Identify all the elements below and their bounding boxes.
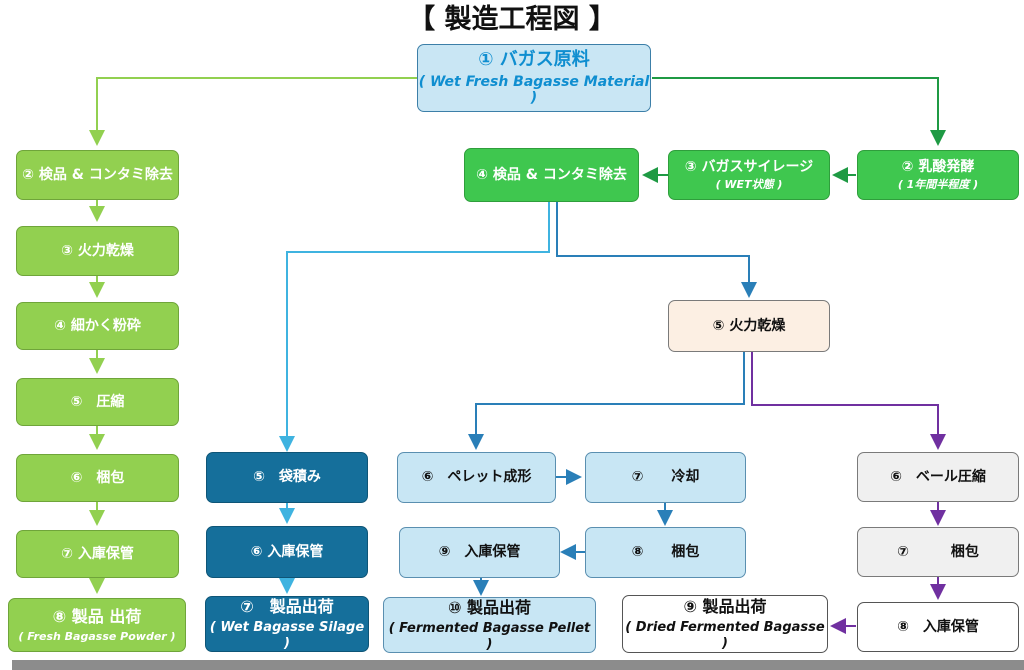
fresh-inspect-step: ② 検品 & コンタミ除去 (16, 150, 179, 200)
fresh-grind-label: ④ 細かく粉砕 (54, 317, 141, 334)
root-bagasse-material: ① バガス原料 ( Wet Fresh Bagasse Material ) (417, 44, 651, 112)
bale-compress-step: ⑥ ベール圧縮 (857, 452, 1019, 502)
bale-store-label: ⑧ 入庫保管 (897, 618, 979, 635)
pellet-pack-step: ⑧ 梱包 (585, 527, 746, 578)
lactic-sub: ( 1年間半程度 ) (897, 178, 979, 192)
fresh-compress-step: ⑤ 圧縮 (16, 378, 179, 426)
pellet-ship-label: ⑩ 製品出荷 (447, 597, 532, 617)
fresh-ship-step: ⑧ 製品 出荷 ( Fresh Bagasse Powder ) (8, 598, 186, 652)
pellet-ship-step: ⑩ 製品出荷 ( Fermented Bagasse Pellet ) (383, 597, 596, 653)
bale-pack-label: ⑦ 梱包 (897, 543, 979, 560)
fresh-pack-step: ⑥ 梱包 (16, 454, 179, 502)
pellet-form-label: ⑥ ペレット成形 (421, 469, 532, 486)
silage-store-step: ⑥ 入庫保管 (206, 526, 368, 578)
pellet-store-step: ⑨ 入庫保管 (399, 527, 560, 578)
lactic-label: ② 乳酸発酵 (901, 158, 975, 175)
fresh-compress-label: ⑤ 圧縮 (70, 393, 125, 410)
pellet-form-step: ⑥ ペレット成形 (397, 452, 556, 503)
silage-ship-sub: ( Wet Bagasse Silage ) (209, 620, 365, 651)
page-title: 【 製造工程図 】 (408, 4, 616, 35)
fresh-store-label: ⑦ 入庫保管 (61, 545, 134, 562)
fresh-dry-step: ③ 火力乾燥 (16, 226, 179, 276)
bagasse-silage-step: ③ バガスサイレージ ( WET状態 ) (668, 150, 830, 200)
ferment-dry-step: ⑤ 火力乾燥 (668, 300, 830, 352)
fresh-pack-label: ⑥ 梱包 (70, 469, 125, 486)
ferment-dry-label: ⑤ 火力乾燥 (712, 317, 786, 334)
root-label: ① バガス原料 (478, 48, 590, 70)
ferment-inspect-step: ④ 検品 & コンタミ除去 (464, 148, 639, 202)
bale-ship-step: ⑨ 製品出荷 ( Dried Fermented Bagasse ) (622, 595, 828, 653)
pellet-cool-step: ⑦ 冷却 (585, 452, 746, 503)
fresh-inspect-label: ② 検品 & コンタミ除去 (22, 166, 173, 183)
fresh-ship-sub: ( Fresh Bagasse Powder ) (18, 629, 176, 643)
fresh-grind-step: ④ 細かく粉砕 (16, 302, 179, 350)
silage-bag-step: ⑤ 袋積み (206, 452, 368, 503)
bale-ship-sub: ( Dried Fermented Bagasse ) (625, 620, 825, 651)
bale-compress-label: ⑥ ベール圧縮 (890, 468, 986, 485)
pellet-cool-label: ⑦ 冷却 (631, 469, 700, 486)
silage-sub: ( WET状態 ) (715, 178, 783, 192)
silage-label: ③ バガスサイレージ (684, 158, 814, 175)
fresh-store-step: ⑦ 入庫保管 (16, 530, 179, 578)
root-sub: ( Wet Fresh Bagasse Material ) (418, 73, 650, 107)
pellet-pack-label: ⑧ 梱包 (631, 544, 700, 561)
silage-ship-label: ⑦ 製品出荷 (240, 596, 334, 616)
pellet-ship-sub: ( Fermented Bagasse Pellet ) (388, 621, 591, 652)
ferment-inspect-label: ④ 検品 & コンタミ除去 (476, 166, 627, 183)
fresh-dry-label: ③ 火力乾燥 (61, 242, 134, 259)
fresh-ship-label: ⑧ 製品 出荷 (52, 607, 142, 627)
pellet-store-label: ⑨ 入庫保管 (438, 544, 521, 561)
silage-ship-step: ⑦ 製品出荷 ( Wet Bagasse Silage ) (205, 596, 369, 652)
bottom-divider (12, 660, 1024, 670)
silage-bag-label: ⑤ 袋積み (253, 469, 321, 486)
bale-store-step: ⑧ 入庫保管 (857, 602, 1019, 652)
bale-pack-step: ⑦ 梱包 (857, 527, 1019, 577)
silage-store-label: ⑥ 入庫保管 (250, 543, 324, 560)
lactic-fermentation-step: ② 乳酸発酵 ( 1年間半程度 ) (857, 150, 1019, 200)
bale-ship-label: ⑨ 製品出荷 (683, 596, 767, 616)
